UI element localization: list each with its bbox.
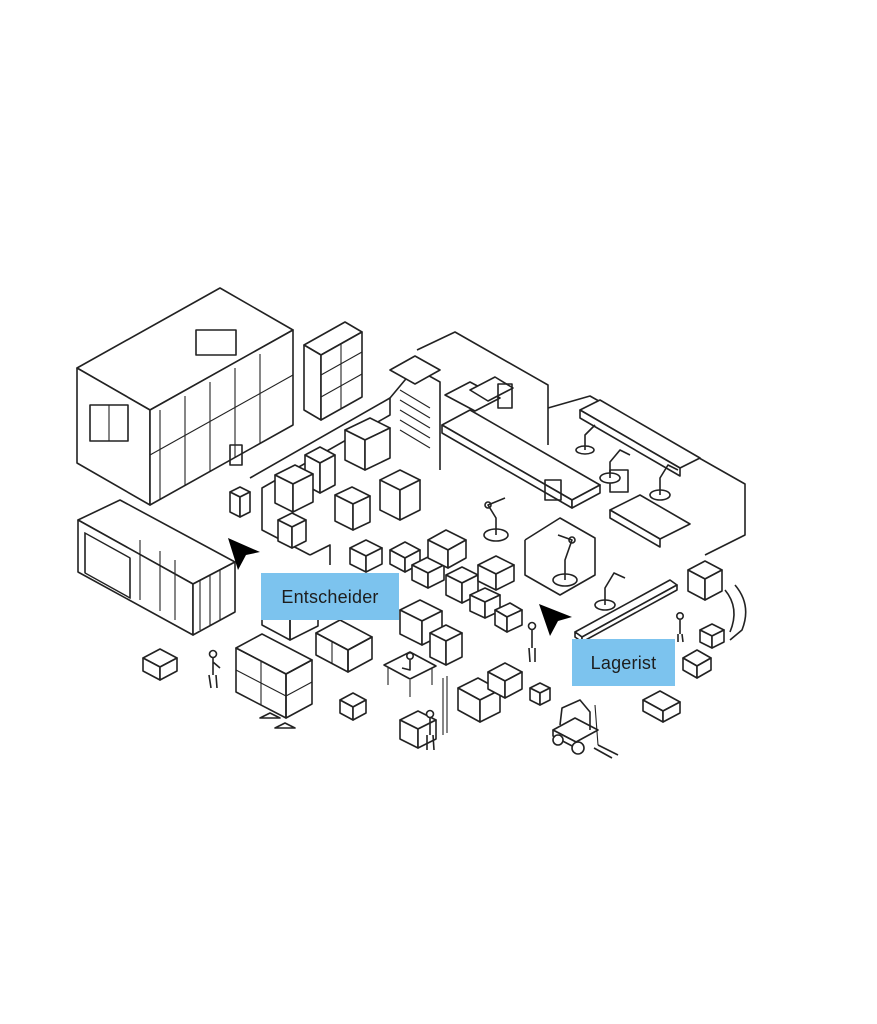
person-icon — [208, 649, 221, 689]
robot-arm-icon — [483, 497, 509, 542]
decision-maker-label: Entscheider — [261, 573, 399, 620]
container-cabin — [77, 499, 236, 636]
robot-arm-icon — [649, 464, 679, 501]
warehouse-worker-label: Lagerist — [572, 639, 675, 686]
person-icon — [675, 611, 684, 643]
person-icon — [425, 709, 435, 751]
production-hall — [249, 331, 746, 596]
cursor-arrow-icon — [539, 604, 572, 636]
roller-conveyor — [574, 560, 747, 679]
forklift-icon — [552, 699, 619, 759]
small-boxes — [142, 648, 681, 749]
person-icon — [527, 621, 537, 663]
robot-arm-icon — [575, 424, 596, 455]
robot-arm-icon — [552, 534, 578, 587]
robot-arm-icon — [599, 449, 631, 484]
cursor-arrow-icon — [228, 538, 260, 570]
robot-arms — [483, 424, 679, 611]
office-building — [76, 287, 294, 506]
person-icon — [401, 651, 414, 671]
conveyor-line — [441, 376, 701, 548]
pallet-area — [349, 529, 523, 666]
machines — [229, 417, 421, 549]
workers — [208, 611, 684, 751]
shelf-unit — [303, 321, 363, 421]
robot-arm-icon — [594, 572, 626, 611]
